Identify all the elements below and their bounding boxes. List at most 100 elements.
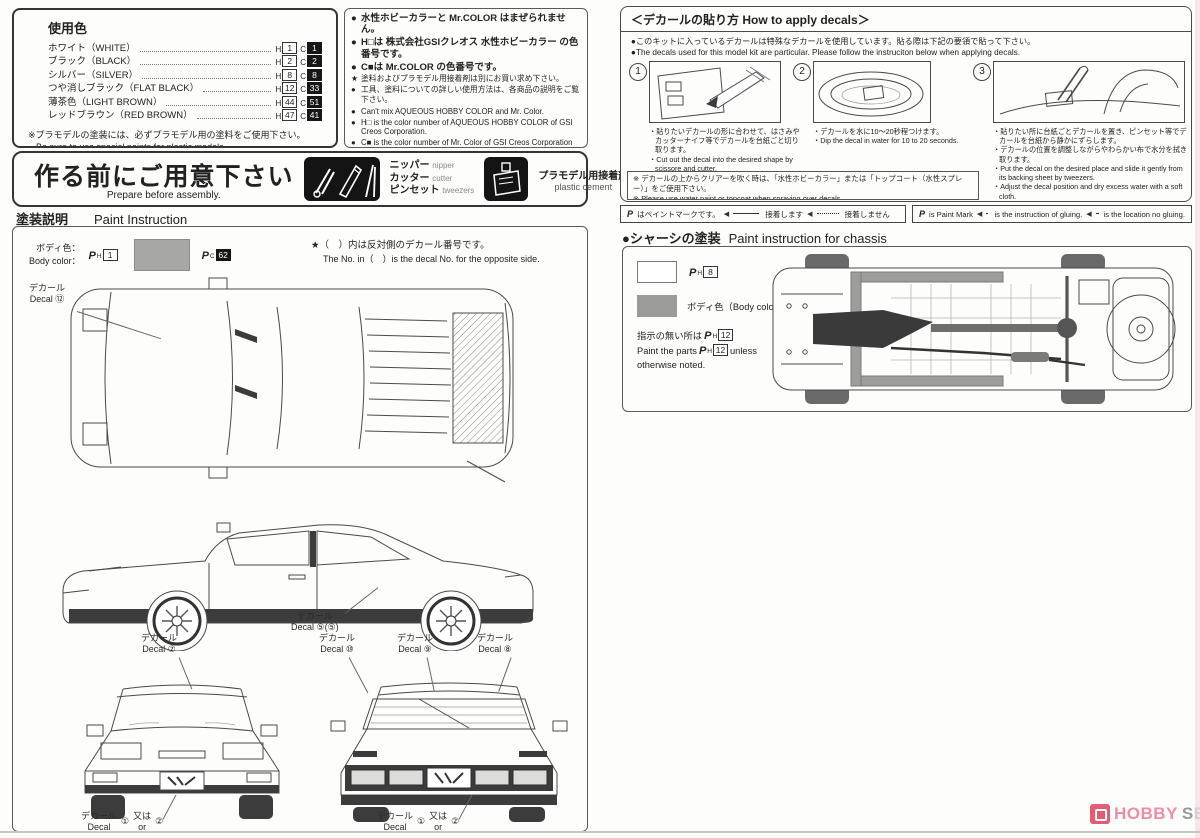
c-code-letter: C — [300, 58, 306, 67]
decal-label-jp: デカール — [141, 633, 178, 643]
paint-warning-note: ※プラモデルの塗装には、必ずプラモデル用の塗料をご使用下さい。 Be sure … — [28, 130, 322, 146]
dotted-leader — [196, 118, 272, 119]
decal-number: ⑧ — [503, 643, 512, 654]
body-color-label-en: Body color： — [29, 256, 81, 266]
decal-label-en: Decal — [29, 293, 53, 304]
paint-mark-number: 12 — [713, 343, 728, 356]
tool-name: ピンセット tweezers — [390, 185, 475, 198]
step-caption-en: ・Dip the decal in water for 10 to 20 sec… — [813, 136, 959, 146]
hobby-search-watermark: HOBBY SEARCH — [1090, 804, 1200, 824]
opposite-side-note-jp: ★（ ）内は反対側のデカール番号です。 — [311, 240, 490, 251]
note-line: ●H□ is the color number of AQUEOUS HOBBY… — [351, 118, 581, 137]
paint-notes-panel: ●水性ホビーカラーと Mr.COLOR はまぜられません。 ●H□は 株式会社G… — [344, 8, 588, 148]
decal-howto-panel: ＜デカールの貼り方 How to apply decals＞ ●このキットに入っ… — [620, 6, 1192, 202]
decal-label-rear-right: デカール Decal ⑧ — [477, 633, 513, 655]
slide-decal-icon — [999, 65, 1181, 115]
dotted-leader — [203, 91, 272, 92]
topcoat-note-jp: ※ デカールの上からクリアーを吹く時は、「水性ホビーカラー」または「トップコート… — [633, 174, 963, 193]
chassis-color-row: ボディ色（Body color） — [637, 295, 786, 317]
color-name: 薄茶色（LIGHT BROWN） — [48, 96, 163, 108]
chassis-title-jp: ●シャーシの塗装 — [622, 231, 721, 246]
bullet-icon: ● — [351, 117, 356, 127]
note-line: ●C■ is the color number of Mr. Color of … — [351, 138, 581, 147]
paint-mark-number: 1 — [102, 249, 118, 261]
step-number-3: 3 — [973, 63, 991, 81]
glue-line — [986, 212, 989, 214]
car-rear-view-illustration — [330, 682, 568, 822]
scan-edge-right — [1195, 0, 1200, 838]
tool-name-jp: ニッパー — [389, 160, 430, 172]
note-line: ●工具、塗料についての詳しい使用方法は、各商品の説明をご覧下さい。 — [351, 85, 581, 104]
decal-number: ① — [121, 816, 130, 827]
c-code-letter: C — [300, 98, 306, 108]
c-code-letter: C — [300, 71, 306, 81]
legend-text-jp: はペイントマークです。 — [637, 209, 720, 219]
body-color-swatch-label: ボディ色（Body color） — [687, 302, 787, 312]
or-label-en: or — [434, 821, 443, 832]
h-code-number: 2 — [282, 55, 298, 67]
colors-used-title: 使用色 — [48, 21, 88, 36]
decal-label-en: Decal — [87, 821, 111, 832]
h-code-letter: H — [275, 44, 282, 54]
cement-illustration — [484, 157, 529, 201]
watermark-word1: HOBBY — [1114, 804, 1178, 823]
h-code-number: 47 — [282, 109, 298, 121]
c-code-number: 2 — [307, 55, 322, 67]
no-glue-arrow-icon: ◀ — [1086, 211, 1092, 218]
step1-captions: ・貼りたいデカールの形に合わせて、はさみやカッターナイフ等でデカールを台紙ごと切… — [649, 127, 801, 173]
no-glue-label-en: is the location no gluing. — [1103, 209, 1185, 219]
body-color-swatch — [637, 295, 677, 317]
decal-label-front: デカール Decal ⑦ — [141, 633, 177, 655]
silver-swatch — [637, 261, 677, 283]
color-name: レッドブラウン（RED BROWN） — [48, 110, 193, 121]
decal-number: ⑩ — [345, 643, 354, 654]
paint-mark-p: P — [919, 209, 926, 219]
legend-text-en: is Paint Mark — [929, 209, 973, 219]
dotted-leader — [142, 77, 272, 79]
c-code-number: 41 — [307, 109, 322, 121]
note-text: 水性ホビーカラーと Mr.COLOR はまぜられません。 — [361, 13, 566, 36]
prepare-before-assembly-panel: 作る前にご用意下さい Prepare before assembly. ニッパー… — [12, 151, 628, 207]
bullet-icon: ● — [351, 37, 357, 49]
paint-instruction-title-en: Paint Instruction — [94, 212, 188, 227]
decal-label-jp: デカール — [319, 633, 356, 643]
note-text: Can't mix AQUEOUS HOBBY COLOR and Mr. Co… — [361, 106, 544, 116]
opposite-side-note: ★（ ）内は反対側のデカール番号です。 The No. in（ ）is the … — [311, 239, 577, 266]
tool-name-jp: カッター — [389, 172, 430, 184]
paint-mark-h: H — [707, 347, 712, 355]
scan-edge-bottom — [0, 831, 1200, 833]
color-name: ブラック（BLACK） — [48, 56, 137, 67]
or-label-jp: 又は — [429, 811, 448, 821]
step-caption-en: ・Cut out the decal into the desired shap… — [649, 154, 793, 173]
decal-howto-title: ＜デカールの貼り方 How to apply decals＞ — [621, 7, 1191, 32]
c-code-letter: C — [300, 44, 306, 54]
note-line: ●C■は Mr.COLOR の色番号です。 — [351, 62, 581, 73]
c-code-number: 33 — [307, 82, 322, 94]
step1-illustration — [649, 61, 781, 123]
dotted-leader — [139, 50, 272, 52]
c-code-number: 51 — [307, 95, 322, 108]
glue-arrow-icon: ◀ — [723, 211, 730, 218]
decal-label-jp: デカール — [397, 633, 434, 643]
tool-name: カッター cutter — [390, 173, 475, 186]
chassis-note-en-text3: otherwise noted. — [637, 359, 706, 370]
step-number-2: 2 — [793, 63, 811, 81]
paint-mark-p: P — [689, 267, 697, 279]
decal-number: ② — [155, 816, 164, 827]
paint-mark-number: 12 — [718, 329, 734, 341]
prepare-title: 作る前にご用意下さい Prepare before assembly. — [34, 157, 294, 201]
decal-label-en: Decal — [291, 621, 315, 632]
